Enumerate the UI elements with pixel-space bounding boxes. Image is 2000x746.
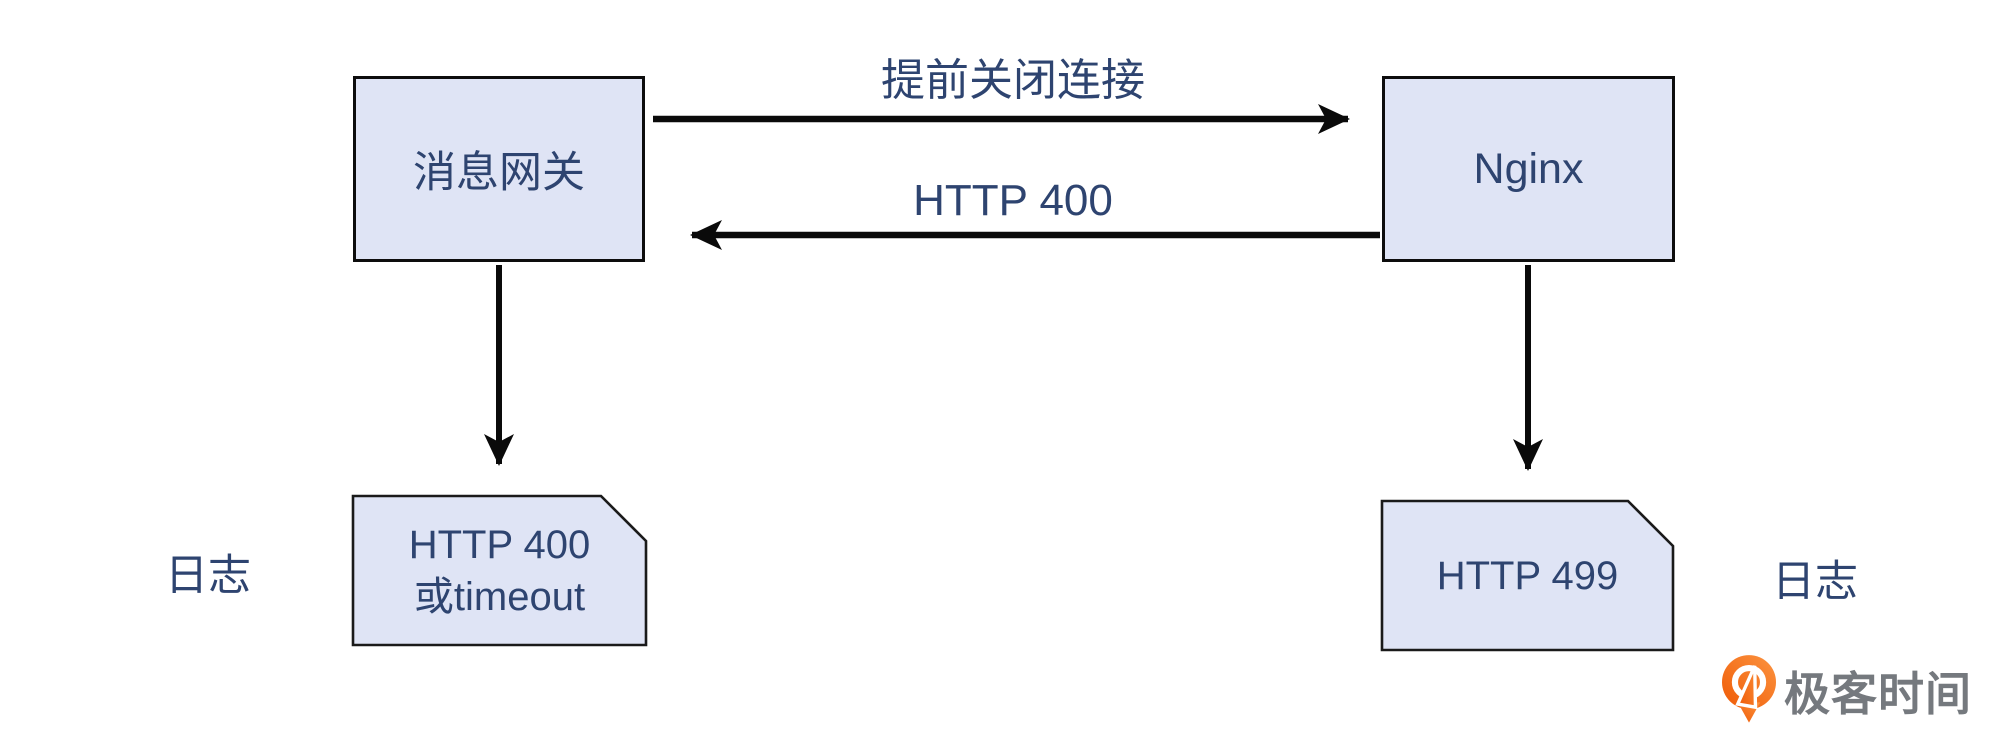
node-nginx: Nginx [1382,76,1675,262]
nginx-log-line1: HTTP 499 [1436,553,1619,598]
node-nginx-label: Nginx [1473,144,1584,193]
gateway-log-line2: 或timeout [413,574,586,619]
geektime-logo-icon [1722,655,1776,723]
nginx-log-document-text: HTTP 499 [1382,501,1673,650]
label-close-connection-early: 提前关闭连接 [881,56,1145,105]
gateway-log-line1: HTTP 400 [408,522,591,567]
gateway-log-document-text: HTTP 400 或timeout [353,496,646,645]
geektime-logo-text: 极客时间 [1784,668,1972,720]
node-message-gateway-label: 消息网关 [413,149,585,197]
log-annotation-right: 日志 [1772,558,1858,606]
nginx-log-document-shape [1380,499,1675,652]
geektime-logo: 极客时间 [1722,655,1972,725]
label-http-400-reply: HTTP 400 [913,176,1113,225]
gateway-log-document-shape [351,494,648,647]
log-annotation-left: 日志 [165,552,251,600]
node-message-gateway: 消息网关 [353,76,645,262]
